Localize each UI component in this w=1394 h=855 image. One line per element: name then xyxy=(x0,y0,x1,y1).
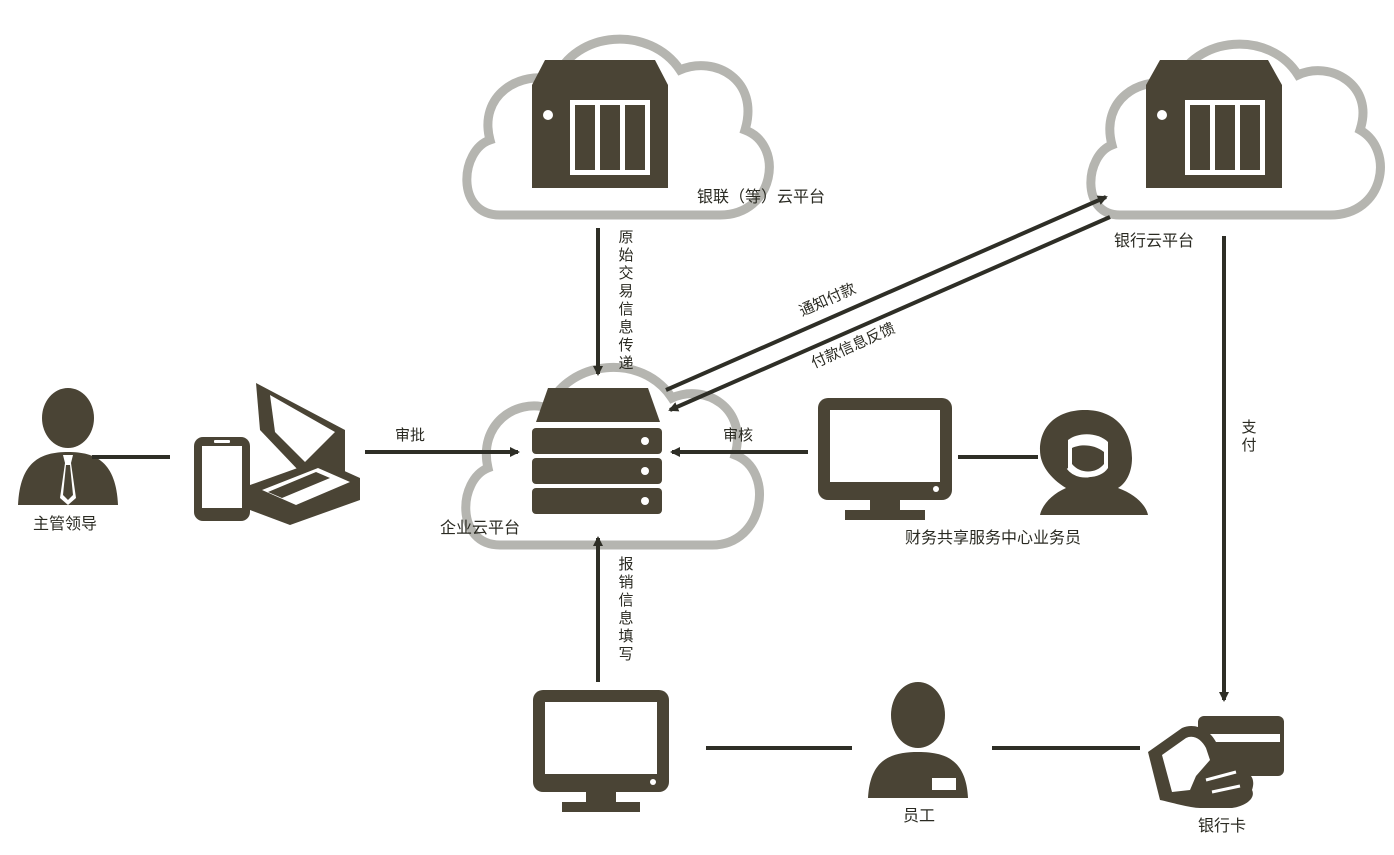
employee-monitor-icon xyxy=(533,690,669,812)
review-label: 审核 xyxy=(723,426,754,444)
bank-cloud-label: 银行云平台 xyxy=(1114,231,1195,250)
enterprise-cloud-label: 企业云平台 xyxy=(440,518,521,537)
approve-label: 审批 xyxy=(395,426,426,444)
enterprise-cloud-icon xyxy=(461,363,764,550)
original-txn-label: 原始交易信息传递 xyxy=(618,228,634,372)
bank-card-label: 银行卡 xyxy=(1198,816,1247,835)
phone-icon xyxy=(194,437,250,521)
shared-service-monitor-icon xyxy=(818,398,952,520)
unionpay-cloud-label: 银联（等）云平台 xyxy=(697,187,826,206)
employee-person-icon xyxy=(868,682,968,798)
supervisor-label: 主管领导 xyxy=(33,514,98,533)
scanner-icon xyxy=(250,383,360,525)
arrow-payment-feedback xyxy=(668,215,1111,412)
pay-label: 支付 xyxy=(1241,418,1257,454)
headset-person-icon xyxy=(1040,410,1148,515)
employee-label: 员工 xyxy=(903,806,936,825)
shared-service-staff-label: 财务共享服务中心业务员 xyxy=(905,528,1082,547)
unionpay-server-icon xyxy=(532,60,668,188)
supervisor-person-icon xyxy=(18,388,118,505)
bank-cloud-icon xyxy=(1086,39,1385,220)
card-in-hand-icon xyxy=(1148,716,1284,808)
enterprise-server-icon xyxy=(532,388,662,514)
unionpay-cloud-icon xyxy=(462,34,774,220)
bank-server-icon xyxy=(1146,60,1282,188)
arrow-notify-payment xyxy=(665,195,1108,392)
reimbursement-label: 报销信息填写 xyxy=(618,555,634,663)
